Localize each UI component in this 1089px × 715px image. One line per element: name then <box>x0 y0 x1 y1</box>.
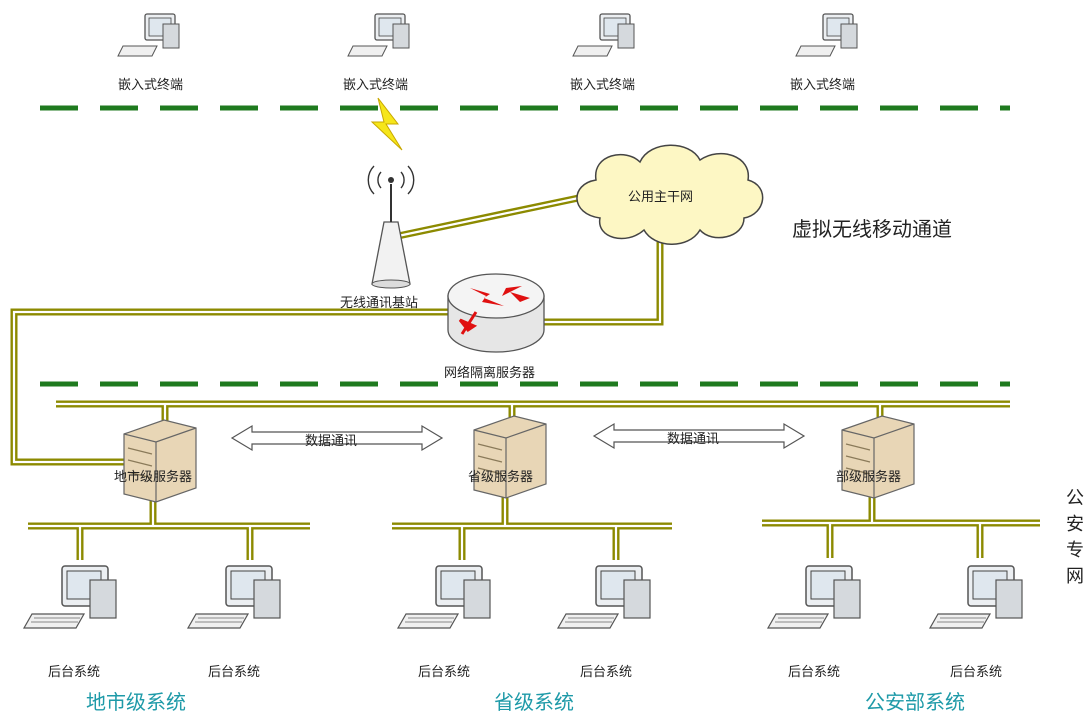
backend-pc-icon <box>557 565 651 629</box>
data-comm-arrow-left <box>230 424 444 452</box>
data-comm-label: 数据通讯 <box>305 434 358 449</box>
ministry-system-label: 公安部系统 <box>865 690 965 714</box>
terminal-label: 嵌入式终端 <box>570 78 636 93</box>
isolation-server-label: 网络隔离服务器 <box>444 366 536 381</box>
terminal-icon <box>347 13 410 57</box>
province-system-label: 省级系统 <box>494 690 574 714</box>
backbone-label: 公用主干网 <box>628 190 694 205</box>
data-comm-label: 数据通讯 <box>667 432 720 447</box>
backend-label: 后台系统 <box>788 665 841 680</box>
wireless-signal-icon <box>370 97 403 151</box>
data-comm-arrow-right <box>592 422 806 450</box>
terminal-icon <box>572 13 635 57</box>
server-icon <box>473 415 547 499</box>
cloud-icon <box>576 144 764 245</box>
base-station-label: 无线通讯基站 <box>340 296 419 311</box>
province-server-label: 省级服务器 <box>468 470 534 485</box>
server-icon <box>841 415 915 499</box>
ministry-server-label: 部级服务器 <box>836 470 902 485</box>
backend-label: 后台系统 <box>950 665 1003 680</box>
backend-pc-icon <box>187 565 281 629</box>
wireless-channel-label: 虚拟无线移动通道 <box>792 217 952 241</box>
backend-label: 后台系统 <box>418 665 471 680</box>
base-station-icon <box>367 165 415 289</box>
backend-label: 后台系统 <box>208 665 261 680</box>
backend-pc-icon <box>767 565 861 629</box>
city-system-label: 地市级系统 <box>86 690 186 714</box>
terminal-label: 嵌入式终端 <box>343 78 409 93</box>
terminal-label: 嵌入式终端 <box>118 78 184 93</box>
city-server-label: 地市级服务器 <box>114 470 193 485</box>
server-icon <box>123 419 197 503</box>
backend-label: 后台系统 <box>48 665 101 680</box>
backend-pc-icon <box>397 565 491 629</box>
terminal-label: 嵌入式终端 <box>790 78 856 93</box>
router-icon <box>447 273 545 353</box>
backend-pc-icon <box>929 565 1023 629</box>
police-net-label: 公安专网 <box>1066 488 1084 587</box>
terminal-icon <box>795 13 858 57</box>
terminal-icon <box>117 13 180 57</box>
backend-label: 后台系统 <box>580 665 633 680</box>
backend-pc-icon <box>23 565 117 629</box>
